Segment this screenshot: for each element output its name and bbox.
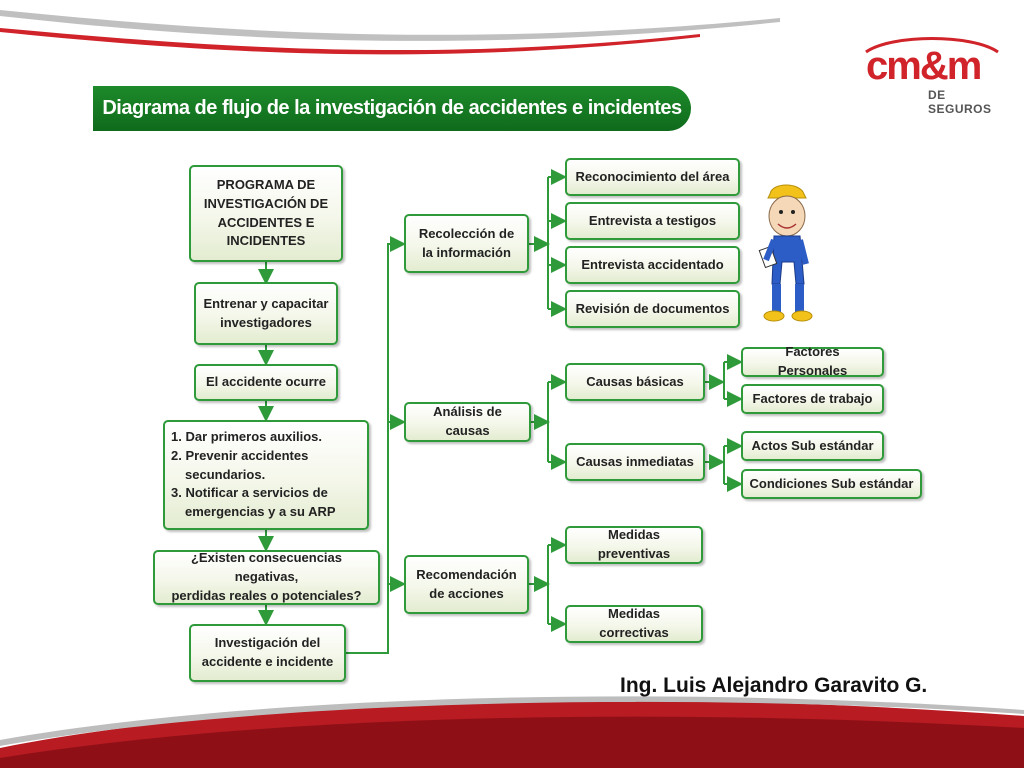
paso-item: emergencias y a su ARP xyxy=(185,504,336,520)
author-signature: Ing. Luis Alejandro Garavito G. xyxy=(620,674,928,697)
company-logo: cm&m DE SEGUROS xyxy=(862,37,1002,116)
entrevista-accidentado-label: Entrevista accidentado xyxy=(581,256,724,272)
paso-item: 3. Notificar a servicios de xyxy=(171,485,328,501)
programa-line-3: ACCIDENTES E xyxy=(217,214,315,230)
node-investigacion: Investigación del accidente e incidente xyxy=(189,624,346,682)
logo-subtitle: DE SEGUROS xyxy=(928,88,992,116)
node-actos-sub-estandar: Actos Sub estándar xyxy=(741,431,884,461)
condiciones-sub-estandar-label: Condiciones Sub estándar xyxy=(749,475,914,491)
reconocimiento-label: Reconocimiento del área xyxy=(575,168,730,184)
node-pasos: 1. Dar primeros auxilios. 2. Prevenir ac… xyxy=(163,420,369,530)
causas-basicas-label: Causas básicas xyxy=(586,373,684,389)
header-swoosh xyxy=(0,10,780,55)
recoleccion-line-2: la información xyxy=(422,244,511,260)
node-causas-basicas: Causas básicas xyxy=(565,363,705,401)
analisis-label: Análisis de causas xyxy=(433,404,502,438)
node-recoleccion: Recolección de la información xyxy=(404,214,529,273)
node-factores-trabajo: Factores de trabajo xyxy=(741,384,884,414)
programa-line-1: PROGRAMA DE xyxy=(216,176,316,192)
recoleccion-line-1: Recolección de xyxy=(418,225,515,241)
consecuencias-line-1: ¿Existen consecuencias negativas, xyxy=(190,550,342,585)
paso-item: 1. Dar primeros auxilios. xyxy=(171,428,323,444)
footer-swoosh xyxy=(0,696,1024,768)
diagram-title: Diagrama de flujo de la investigación de… xyxy=(93,86,691,131)
node-consecuencias: ¿Existen consecuencias negativas, perdid… xyxy=(153,550,380,605)
node-entrevista-accidentado: Entrevista accidentado xyxy=(565,246,740,284)
programa-line-4: INCIDENTES xyxy=(226,233,306,249)
investigacion-line-2: accidente e incidente xyxy=(201,654,334,669)
node-programa: PROGRAMA DE INVESTIGACIÓN DE ACCIDENTES … xyxy=(189,165,343,262)
recomendacion-line-1: Recomendación xyxy=(416,566,517,582)
recomendacion-line-2: de acciones xyxy=(429,585,504,601)
entrenar-line-1: Entrenar y capacitar xyxy=(203,295,329,311)
node-entrevista-testigos: Entrevista a testigos xyxy=(565,202,740,240)
paso-item: 2. Prevenir accidentes xyxy=(171,447,309,463)
node-revision-documentos: Revisión de documentos xyxy=(565,290,740,328)
programa-line-2: INVESTIGACIÓN DE xyxy=(203,195,329,211)
node-medidas-preventivas: Medidas preventivas xyxy=(565,526,703,564)
factores-personales-label: Factores Personales xyxy=(777,344,848,378)
safety-worker-illustration xyxy=(758,184,813,322)
node-recomendacion: Recomendación de acciones xyxy=(404,555,529,614)
medidas-correctivas-label: Medidas correctivas xyxy=(599,606,669,640)
node-factores-personales: Factores Personales xyxy=(741,344,884,378)
node-entrenar: Entrenar y capacitar investigadores xyxy=(194,282,338,345)
investigacion-line-1: Investigación del xyxy=(214,635,321,651)
factores-trabajo-label: Factores de trabajo xyxy=(752,390,873,406)
logo-mark: cm&m xyxy=(866,44,982,88)
consecuencias-line-2: perdidas reales o potenciales? xyxy=(171,587,362,603)
paso-item: secundarios. xyxy=(185,466,266,482)
accidente-label: El accidente ocurre xyxy=(206,374,326,390)
entrevista-testigos-label: Entrevista a testigos xyxy=(588,212,717,228)
entrenar-line-2: investigadores xyxy=(220,314,312,330)
medidas-preventivas-label: Medidas preventivas xyxy=(597,527,671,561)
causas-inmediatas-label: Causas inmediatas xyxy=(576,453,694,469)
revision-documentos-label: Revisión de documentos xyxy=(575,300,730,316)
node-accidente: El accidente ocurre xyxy=(194,364,338,401)
node-condiciones-sub-estandar: Condiciones Sub estándar xyxy=(741,469,922,499)
node-causas-inmediatas: Causas inmediatas xyxy=(565,443,705,481)
actos-sub-estandar-label: Actos Sub estándar xyxy=(751,437,874,453)
node-reconocimiento: Reconocimiento del área xyxy=(565,158,740,196)
node-medidas-correctivas: Medidas correctivas xyxy=(565,605,703,643)
node-analisis: Análisis de causas xyxy=(404,402,531,442)
